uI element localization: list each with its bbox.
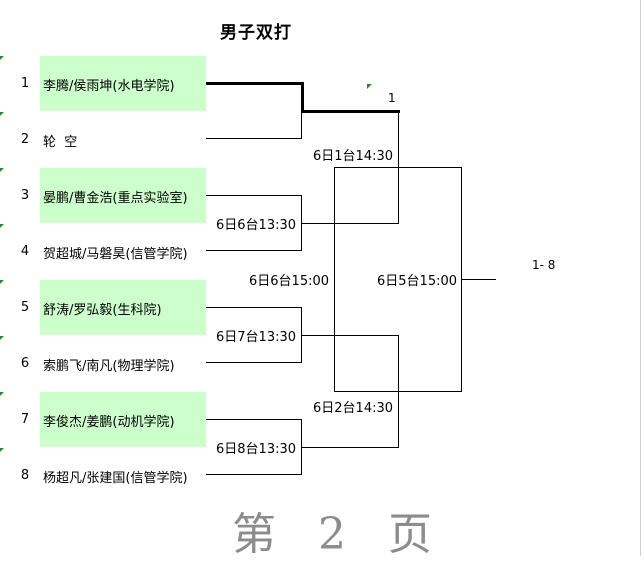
player-name: 轮 空 — [43, 135, 78, 150]
player-highlight-box — [40, 280, 206, 335]
bracket-dotted-line — [334, 167, 461, 168]
match-schedule: 6日6台13:30 — [216, 214, 297, 233]
bracket-line — [206, 195, 302, 196]
match-schedule: 6日5台15:00 — [377, 270, 458, 289]
bracket-line — [398, 167, 462, 168]
bracket-line-winner — [301, 82, 304, 112]
player-name: 索鹏飞/南凡(物理学院) — [43, 359, 175, 374]
seed-number: 2 — [20, 132, 30, 147]
bracket-line — [206, 419, 302, 420]
row-marker-icon — [0, 224, 4, 228]
row-marker-icon — [0, 168, 4, 172]
bracket-line — [206, 362, 302, 363]
final-result: 1- 8 — [532, 258, 556, 272]
winner-marker-icon — [367, 84, 372, 89]
bracket-line-winner — [206, 82, 303, 85]
bracket-line — [301, 112, 302, 139]
match-schedule: 6日8台13:30 — [216, 438, 297, 457]
seed-number: 5 — [20, 300, 30, 315]
player-highlight-box — [40, 56, 206, 111]
player-highlight-box — [40, 168, 206, 223]
row-marker-icon — [0, 448, 4, 452]
row-marker-icon — [0, 56, 4, 60]
row-marker-icon — [0, 280, 4, 284]
bracket-dotted-line — [334, 391, 461, 392]
seed-number: 7 — [20, 412, 30, 427]
bracket-line — [206, 250, 302, 251]
bracket-line — [301, 335, 399, 336]
player-name: 舒涛/罗弘毅(生科院) — [43, 303, 162, 318]
player-name: 李俊杰/姜鹏(动机学院) — [43, 415, 175, 430]
page-number-watermark: 第 2 页 — [232, 509, 446, 560]
player-name: 李腾/侯雨坤(水电学院) — [43, 79, 175, 94]
bracket-line — [461, 279, 496, 280]
seed-number: 8 — [20, 468, 30, 483]
match-schedule: 6日7台13:30 — [216, 326, 297, 345]
bracket-line — [301, 447, 399, 448]
player-name: 贺超城/马磐昊(信管学院) — [43, 247, 188, 262]
bracket-line — [206, 307, 302, 308]
seed-number: 6 — [20, 356, 30, 371]
match-schedule: 6日6台15:00 — [249, 270, 330, 289]
bracket-title: 男子双打 — [220, 23, 292, 43]
page-edge — [640, 0, 641, 556]
player-name: 晏鹏/曹金浩(重点实验室) — [43, 191, 188, 206]
seed-number: 1 — [20, 76, 30, 91]
bracket-line — [206, 474, 302, 475]
row-marker-icon — [0, 336, 4, 340]
bracket-line — [334, 167, 335, 392]
row-marker-icon — [0, 112, 4, 116]
bracket-line — [398, 391, 462, 392]
match-schedule: 6日1台14:30 — [313, 149, 394, 164]
player-highlight-box — [40, 392, 206, 447]
bracket-line — [301, 223, 399, 224]
row-marker-icon — [0, 392, 4, 396]
bracket-line-winner — [301, 110, 400, 113]
match-winner-label: 1 — [388, 91, 396, 105]
player-name: 杨超凡/张建国(信管学院) — [43, 471, 188, 486]
seed-number: 3 — [20, 188, 30, 203]
bracket-line — [398, 112, 399, 224]
bracket-line — [206, 138, 302, 139]
seed-number: 4 — [20, 244, 30, 259]
match-schedule: 6日2台14:30 — [313, 401, 394, 416]
